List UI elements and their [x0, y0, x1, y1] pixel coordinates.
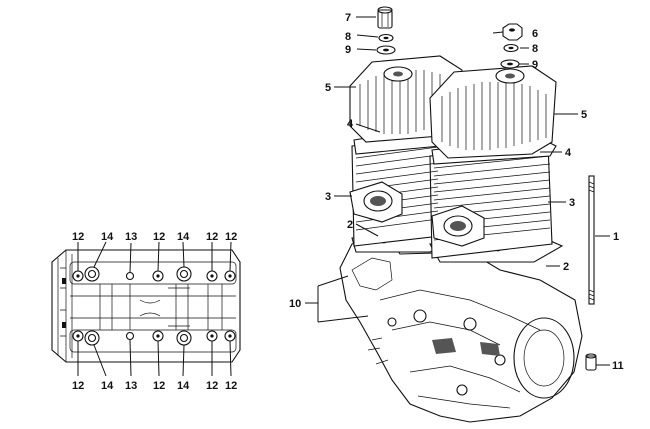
- callout-5-left: 5: [325, 82, 331, 94]
- callout-11: 11: [612, 360, 624, 372]
- callout-4-left: 4: [347, 118, 354, 130]
- callout-4-right: 4: [565, 147, 572, 159]
- callout-8-right: 8: [532, 43, 538, 55]
- cylinder-heads: [349, 55, 557, 159]
- callout-6: 6: [532, 28, 538, 40]
- callout-3-right: 3: [569, 197, 575, 209]
- leader-lines: [305, 16, 610, 366]
- engine-assembly: 7 8 9 6 8 9 5 5 4 4 3 3 2 2 1 10 11: [289, 6, 624, 423]
- callout-top-12c: 12: [206, 231, 218, 243]
- crankcase-bottom-view: 12 14 13 12 14 12 12 12 14 13 12 14 12 1…: [51, 231, 241, 392]
- bolt-bosses-bottom-row: [72, 330, 236, 346]
- callout-10: 10: [289, 298, 301, 310]
- dowel-sleeve: [585, 353, 597, 371]
- callout-2-left: 2: [347, 219, 353, 231]
- callout-2-right: 2: [563, 261, 569, 273]
- callout-top-14b: 14: [177, 231, 190, 243]
- callout-top-12b: 12: [153, 231, 165, 243]
- head-stud-hardware: [376, 6, 523, 69]
- callout-top-12a: 12: [72, 231, 84, 243]
- callout-top-13: 13: [125, 231, 137, 243]
- callout-5-right: 5: [581, 109, 587, 121]
- callout-bottom-13: 13: [125, 380, 137, 392]
- callout-3-left: 3: [325, 191, 331, 203]
- callout-1: 1: [613, 231, 619, 243]
- callout-bottom-12a: 12: [72, 380, 84, 392]
- bolt-bosses-top-row: [72, 266, 236, 282]
- cylinders: [349, 133, 553, 259]
- callout-9-left: 9: [345, 44, 351, 56]
- callout-bottom-14a: 14: [101, 380, 114, 392]
- callout-7: 7: [345, 12, 351, 24]
- callout-top-12d: 12: [225, 231, 237, 243]
- callout-bottom-12b: 12: [153, 380, 165, 392]
- callout-9-right: 9: [532, 59, 538, 71]
- callout-bottom-14b: 14: [177, 380, 190, 392]
- cylinder-stud: [588, 175, 595, 305]
- crankcase: [339, 235, 583, 423]
- callout-8-left: 8: [345, 31, 351, 43]
- callout-bottom-12d: 12: [225, 380, 237, 392]
- callout-top-14a: 14: [101, 231, 114, 243]
- callout-bottom-12c: 12: [206, 380, 218, 392]
